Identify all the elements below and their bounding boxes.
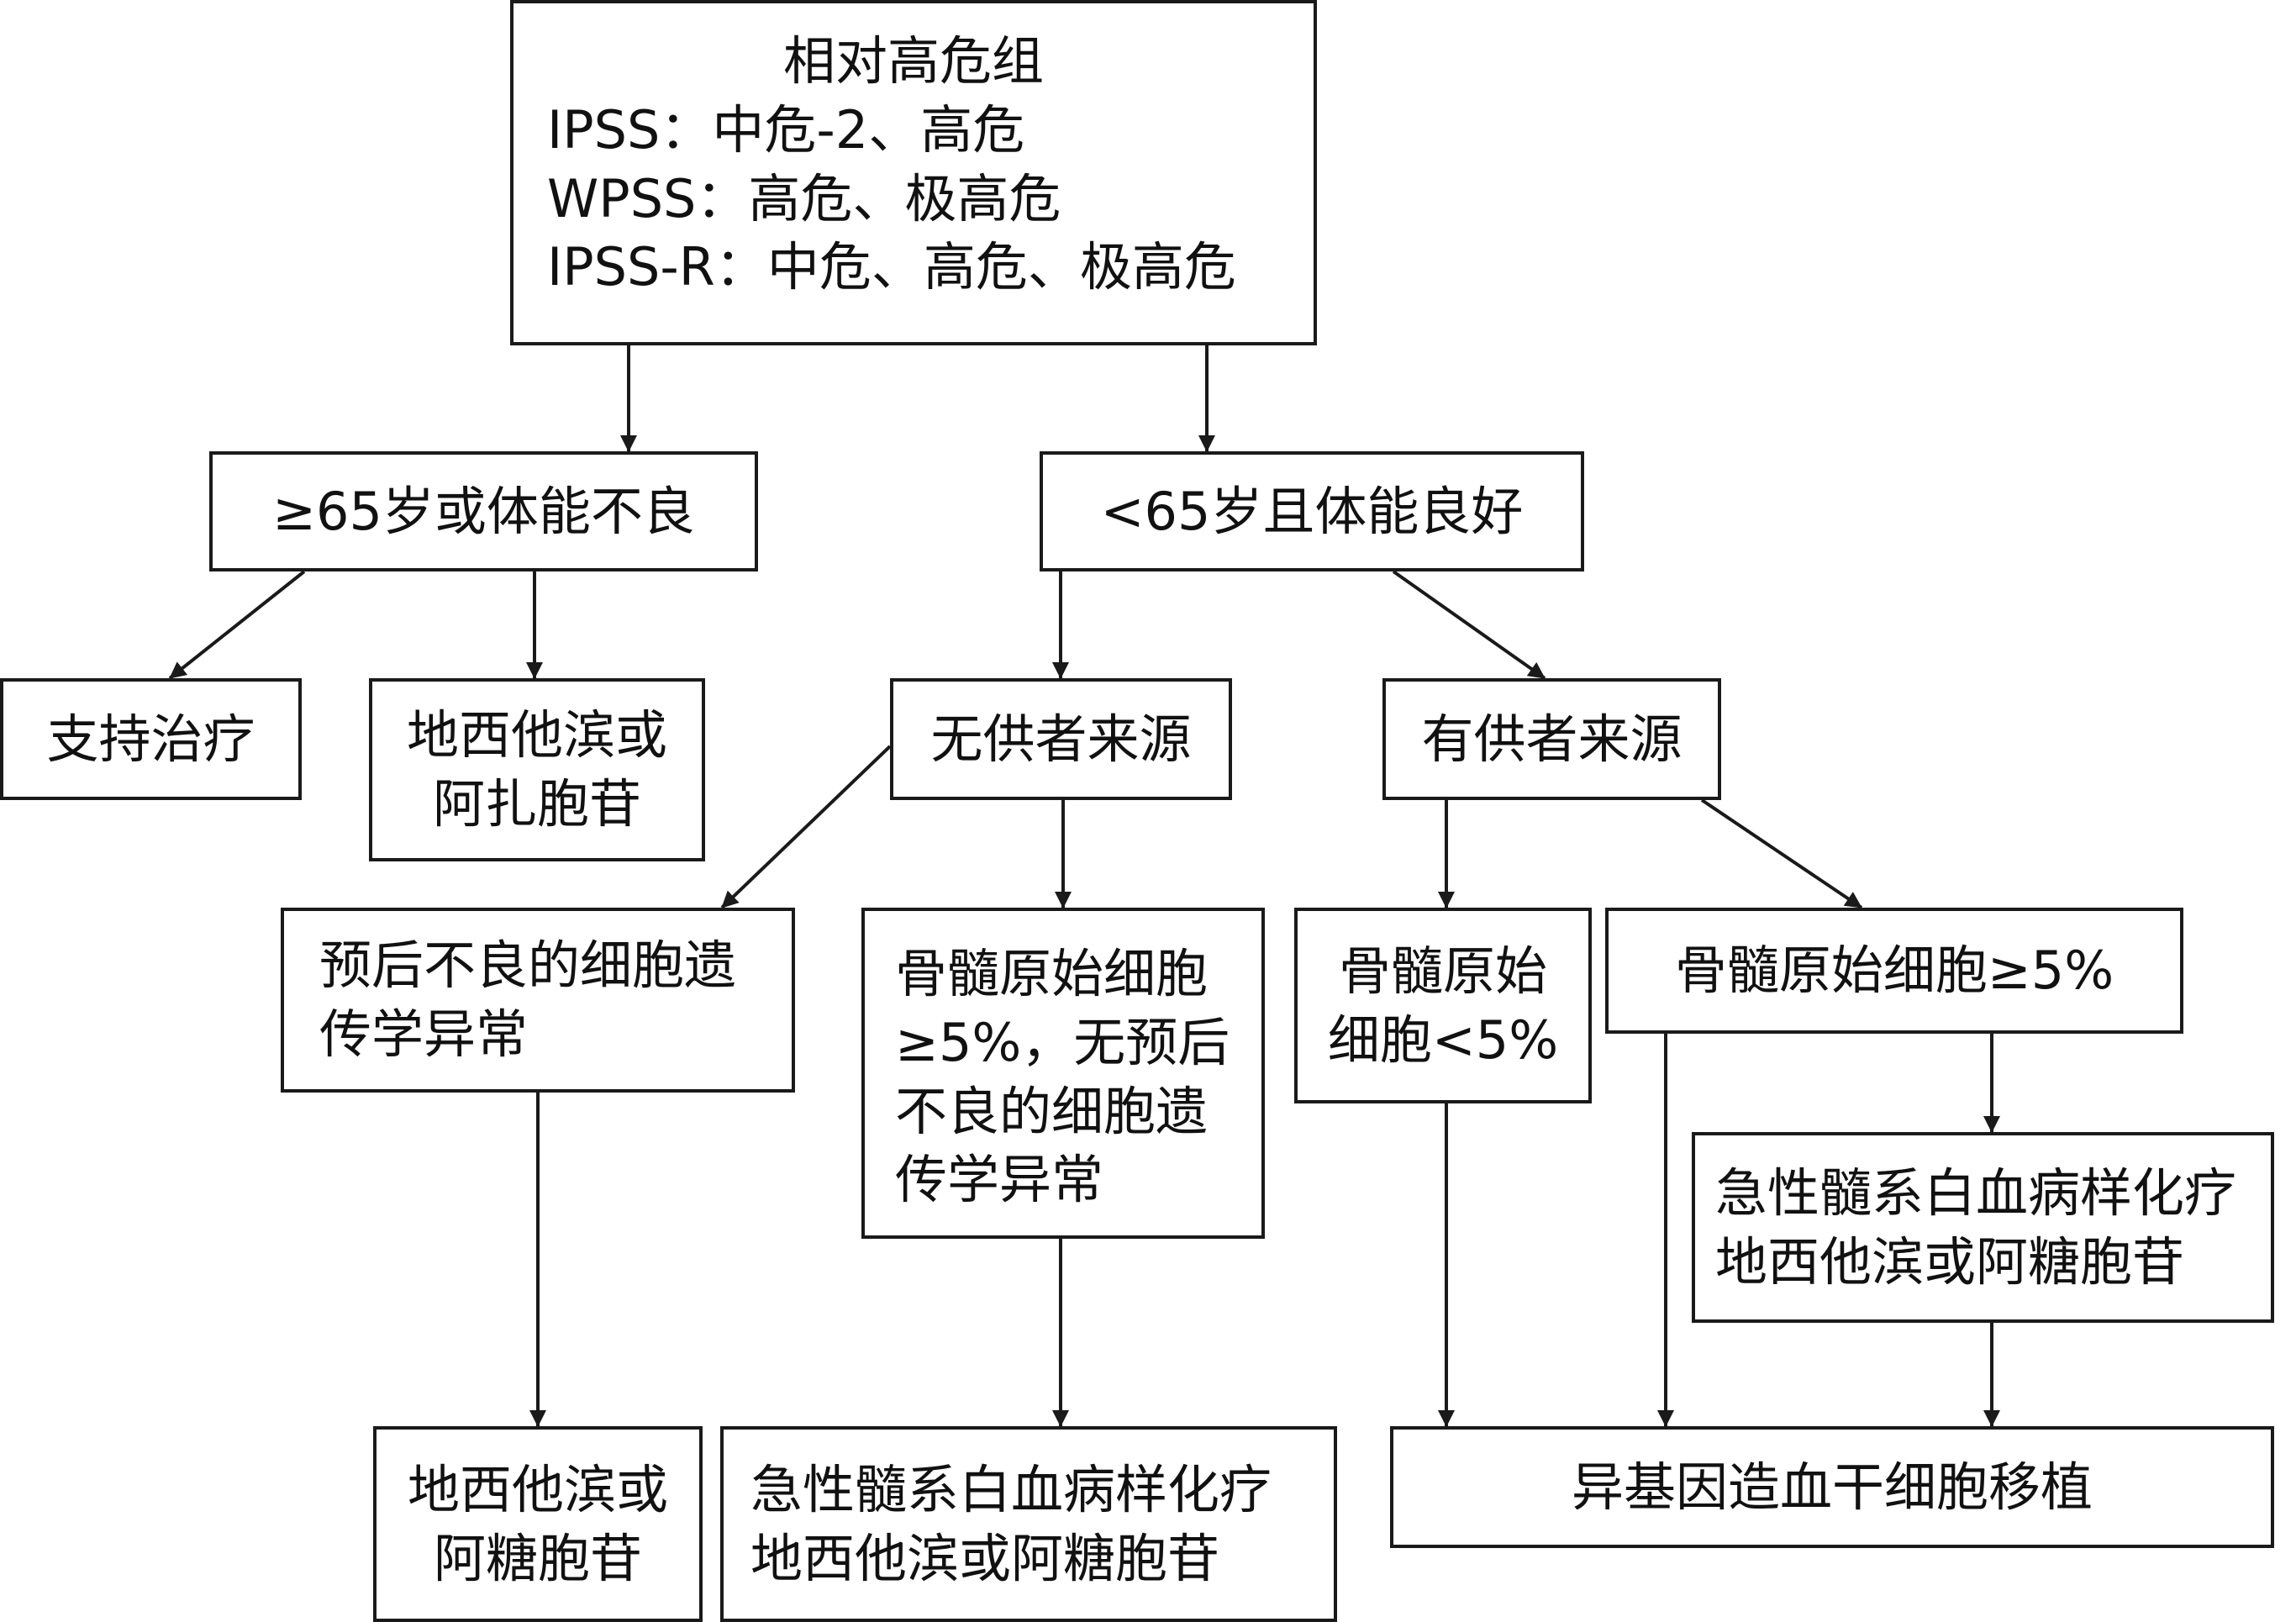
high-blasts-line-1: 骨髓原始细胞 bbox=[895, 943, 1209, 1004]
high-blasts-line-2: ≥5%，无预后 bbox=[895, 1011, 1230, 1073]
poor-genetics-box: 预后不良的细胞遗 传学异常 bbox=[281, 908, 795, 1093]
arrow-donor-to-high-blasts bbox=[1700, 798, 1863, 909]
bridge-chemo-box: 急性髓系白血病样化疗 地西他滨或阿糖胞苷 bbox=[1692, 1132, 2274, 1323]
bridge-chemo-line-2: 地西他滨或阿糖胞苷 bbox=[1715, 1230, 2185, 1293]
donor-low-blasts-box: 骨髓原始 细胞<5% bbox=[1294, 908, 1592, 1103]
poor-genetics-line-1: 预后不良的细胞遗 bbox=[319, 935, 737, 997]
aml-chemo-result-line-2: 地西他滨或阿糖胞苷 bbox=[750, 1527, 1220, 1589]
support-care-box: 支持治疗 bbox=[0, 678, 302, 800]
poor-genetics-line-2: 传学异常 bbox=[319, 1003, 529, 1065]
high-blasts-line-4: 传学异常 bbox=[895, 1149, 1104, 1211]
no-donor-box: 无供者来源 bbox=[890, 678, 1232, 800]
support-care-label: 支持治疗 bbox=[46, 708, 255, 770]
aml-chemo-result-box: 急性髓系白血病样化疗 地西他滨或阿糖胞苷 bbox=[720, 1426, 1337, 1622]
donor-low-blasts-line-2: 细胞<5% bbox=[1327, 1008, 1559, 1071]
age-under-65-label: <65岁且体能良好 bbox=[1100, 480, 1524, 542]
hypomethylating-line-2: 阿扎胞苷 bbox=[432, 773, 641, 835]
donor-label: 有供者来源 bbox=[1421, 708, 1683, 770]
root-high-risk-box: 相对高危组 IPSS：中危-2、高危 WPSS：高危、极高危 IPSS-R：中危… bbox=[510, 0, 1317, 345]
age-over-65-label: ≥65岁或体能不良 bbox=[272, 480, 695, 542]
aml-chemo-result-line-1: 急性髓系白血病样化疗 bbox=[750, 1458, 1272, 1520]
hypomethylating-result-box: 地西他滨或 阿糖胞苷 bbox=[373, 1426, 703, 1622]
donor-box: 有供者来源 bbox=[1382, 678, 1721, 800]
high-blasts-no-poor-genetics-box: 骨髓原始细胞 ≥5%，无预后 不良的细胞遗 传学异常 bbox=[861, 908, 1265, 1239]
donor-low-blasts-line-1: 骨髓原始 bbox=[1338, 940, 1547, 1002]
allo-transplant-box: 异基因造血干细胞移植 bbox=[1390, 1426, 2274, 1548]
high-blasts-line-3: 不良的细胞遗 bbox=[895, 1080, 1209, 1142]
hypomethylating-agent-box: 地西他滨或 阿扎胞苷 bbox=[369, 678, 705, 861]
root-line-ipss-r: IPSS-R：中危、高危、极高危 bbox=[547, 236, 1236, 298]
hypomethylating-line-1: 地西他滨或 bbox=[406, 704, 667, 766]
arrow-left-branch-to-support bbox=[168, 570, 306, 680]
age-under-65-box: <65岁且体能良好 bbox=[1040, 451, 1584, 571]
donor-high-blasts-box: 骨髓原始细胞≥5% bbox=[1605, 908, 2183, 1034]
age-over-65-box: ≥65岁或体能不良 bbox=[209, 451, 758, 571]
donor-high-blasts-label: 骨髓原始细胞≥5% bbox=[1674, 940, 2114, 1002]
allo-transplant-label: 异基因造血干细胞移植 bbox=[1571, 1456, 2093, 1518]
hypomethylating-result-line-2: 阿糖胞苷 bbox=[433, 1527, 642, 1589]
arrow-right-branch-to-donor bbox=[1392, 570, 1546, 680]
root-line-ipss: IPSS：中危-2、高危 bbox=[547, 98, 1025, 161]
root-title: 相对高危组 bbox=[782, 30, 1044, 92]
bridge-chemo-line-1: 急性髓系白血病样化疗 bbox=[1715, 1161, 2237, 1224]
arrow-no-donor-to-poor-genetics bbox=[720, 745, 892, 909]
no-donor-label: 无供者来源 bbox=[930, 708, 1192, 770]
root-line-wpss: WPSS：高危、极高危 bbox=[547, 167, 1061, 229]
hypomethylating-result-line-1: 地西他滨或 bbox=[407, 1458, 668, 1520]
